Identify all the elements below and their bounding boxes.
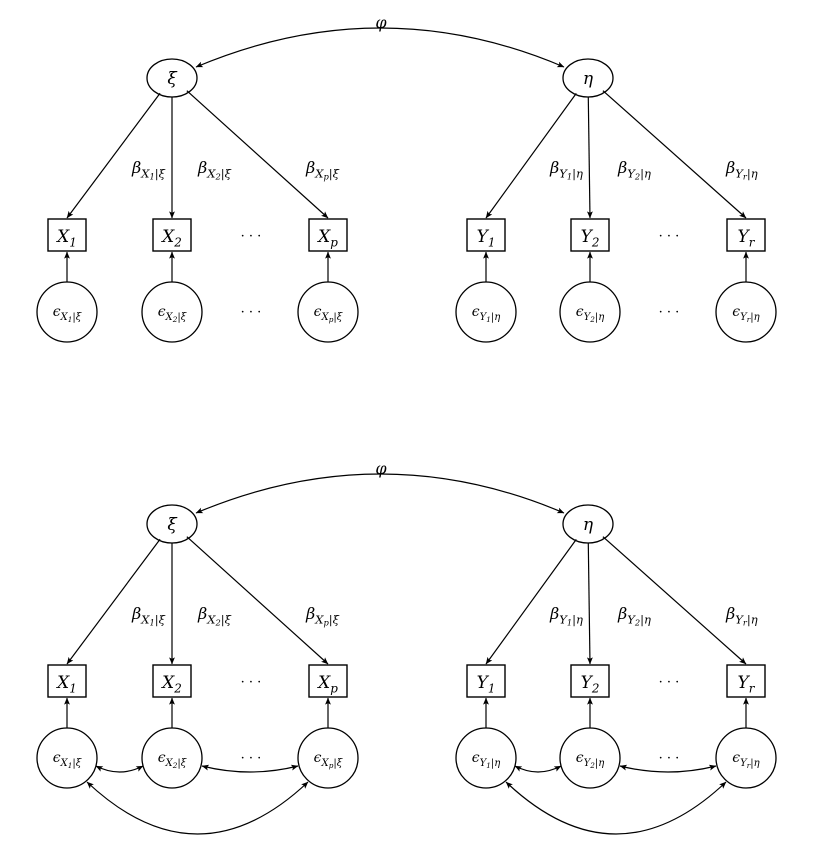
indicator-label: Xp: [316, 227, 338, 249]
ellipsis-errors: · · ·: [659, 751, 680, 766]
indicator-label: X2: [160, 227, 182, 249]
loading-label: βYr|η: [725, 604, 758, 628]
error-label: ϵYr|η: [732, 304, 759, 324]
loading-label: βXp|ξ: [305, 604, 340, 628]
loading-label: βY2|η: [617, 158, 651, 182]
latent-eta-label: η: [583, 69, 594, 89]
indicator-box: [47, 218, 87, 252]
loading-arrow: [586, 96, 593, 219]
loading-label: βX1|ξ: [131, 604, 166, 628]
indicator-label: Y1: [477, 673, 496, 695]
error-label: ϵY2|η: [576, 750, 605, 770]
latent-xi-label: ξ: [167, 69, 178, 89]
indicator-box: [570, 664, 610, 698]
error-label: ϵXp|ξ: [314, 750, 343, 770]
loading-label: βYr|η: [725, 158, 758, 182]
ellipsis-indicators: · · ·: [241, 675, 262, 690]
error-label: ϵYr|η: [732, 750, 759, 770]
indicator-box: [466, 664, 506, 698]
latent-eta-node: [562, 58, 614, 98]
indicator-label: X2: [160, 673, 182, 695]
indicator-label: Y2: [581, 673, 600, 695]
latent-xi-label: ξ: [167, 515, 178, 535]
latent-eta-node: [562, 504, 614, 544]
latent-eta-label: η: [583, 515, 594, 535]
loading-arrow: [186, 536, 329, 665]
ellipsis-errors: · · ·: [659, 305, 680, 320]
loading-arrow: [485, 93, 577, 219]
ellipsis-indicators: · · ·: [659, 675, 680, 690]
loading-label: βY1|η: [549, 158, 583, 182]
error-covariance-arc: [201, 764, 299, 773]
loading-arrow: [602, 90, 747, 219]
error-covariance-arc: [619, 764, 717, 773]
loading-label: βXp|ξ: [305, 158, 340, 182]
error-label: ϵY2|η: [576, 304, 605, 324]
panel-bottom: φ ξ · · · · · · βX1|ξX1 ϵX1|ξ βX2|ξX2 ϵX2|ξ βXp|…: [36, 459, 777, 835]
ellipsis-errors: · · ·: [241, 305, 262, 320]
loading-label: βX2|ξ: [197, 158, 232, 182]
indicator-box: [47, 664, 87, 698]
latent-correlation-arc: [195, 27, 565, 68]
indicator-box: [466, 218, 506, 252]
error-label: ϵX2|ξ: [158, 304, 187, 324]
indicator-box: [152, 664, 192, 698]
error-label: ϵX1|ξ: [53, 304, 82, 324]
error-covariance-arc: [514, 765, 562, 773]
indicator-label: Yr: [738, 227, 756, 249]
indicator-label: Y2: [581, 227, 600, 249]
error-covariance-arc: [86, 781, 309, 835]
error-covariance-arc: [95, 765, 144, 773]
loading-label: βY2|η: [617, 604, 651, 628]
ellipsis-errors: · · ·: [241, 751, 262, 766]
indicator-label: Y1: [477, 227, 496, 249]
panel-top: φ ξ · · · · · · βX1|ξX1 ϵX1|ξ βX2|ξX2 ϵX2|ξ βXp|…: [36, 13, 777, 343]
correlation-label: φ: [375, 13, 387, 32]
error-covariance-arc: [505, 781, 727, 835]
indicator-label: Xp: [316, 673, 338, 695]
error-label: ϵY1|η: [472, 304, 501, 324]
latent-correlation-arc: [195, 473, 565, 514]
loading-arrow: [66, 92, 161, 219]
loading-arrow: [602, 536, 747, 665]
indicator-box: [308, 664, 348, 698]
loading-label: βY1|η: [549, 604, 583, 628]
indicator-box: [726, 664, 766, 698]
ellipsis-indicators: · · ·: [659, 229, 680, 244]
indicator-box: [308, 218, 348, 252]
loading-arrow: [186, 90, 329, 219]
correlation-label: φ: [375, 459, 387, 478]
loading-label: βX2|ξ: [197, 604, 232, 628]
indicator-box: [570, 218, 610, 252]
loading-arrow: [66, 538, 161, 665]
indicator-label: X1: [55, 227, 77, 249]
indicator-box: [726, 218, 766, 252]
ellipsis-indicators: · · ·: [241, 229, 262, 244]
indicator-label: X1: [55, 673, 77, 695]
loading-arrow: [485, 539, 577, 665]
indicator-box: [152, 218, 192, 252]
loading-arrow: [586, 542, 593, 665]
indicator-label: Yr: [738, 673, 756, 695]
error-label: ϵX1|ξ: [53, 750, 82, 770]
loading-label: βX1|ξ: [131, 158, 166, 182]
error-label: ϵY1|η: [472, 750, 501, 770]
error-label: ϵXp|ξ: [314, 304, 343, 324]
error-label: ϵX2|ξ: [158, 750, 187, 770]
